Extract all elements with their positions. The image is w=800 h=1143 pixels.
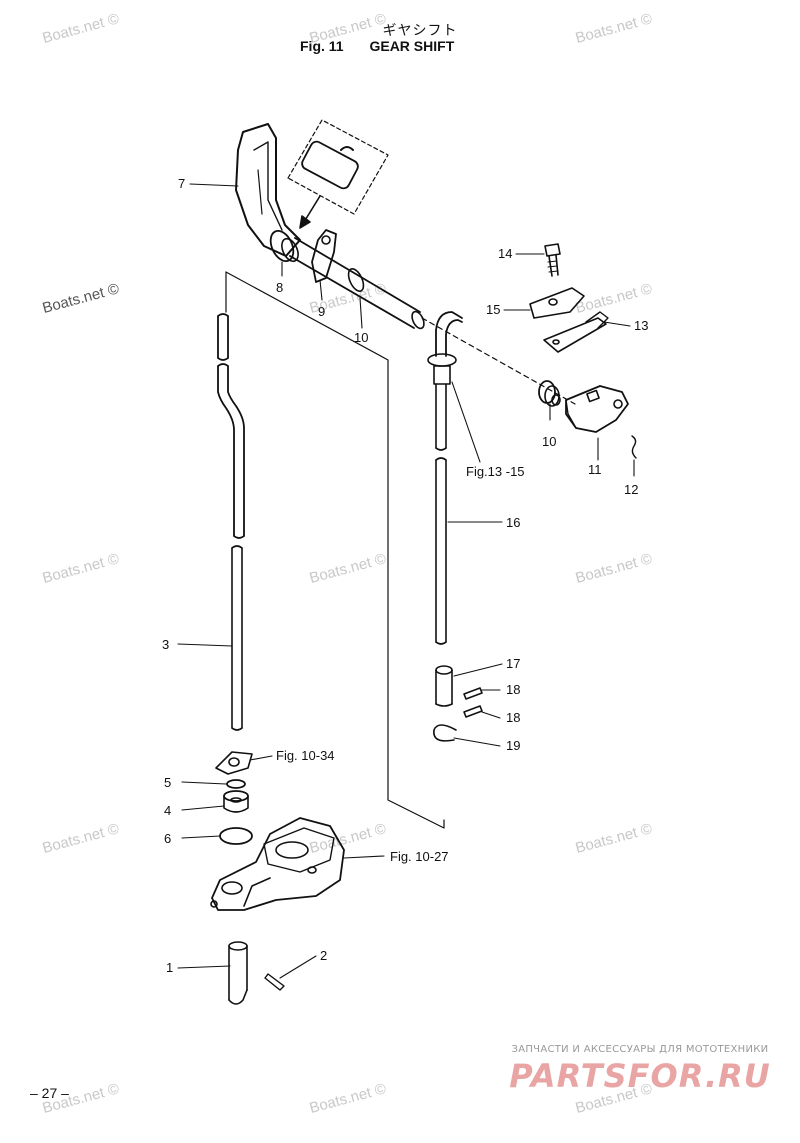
part-11-shift-cam — [565, 385, 629, 433]
callout-15: 15 — [486, 302, 500, 317]
callout-10-lower: 10 — [542, 434, 556, 449]
assembly-line — [225, 271, 445, 829]
callout-4: 4 — [164, 803, 171, 818]
title-japanese: ギヤシフト — [382, 23, 458, 39]
callout-3: 3 — [162, 637, 169, 652]
callout-9: 9 — [318, 304, 325, 319]
callout-2: 2 — [320, 948, 327, 963]
figure-title: Fig. 11 GEAR SHIFT — [300, 38, 454, 54]
detail-inset — [287, 119, 389, 229]
reference-fig-13-15: Fig.13 -15 — [466, 464, 525, 479]
part-2-pin — [264, 973, 285, 991]
callout-10-upper: 10 — [354, 330, 368, 345]
part-17-connector — [435, 665, 453, 707]
part-16-shift-rod — [427, 311, 463, 645]
part-1-lower-shaft — [228, 941, 248, 1005]
partsfor-banner: ЗАПЧАСТИ И АКСЕССУАРЫ ДЛЯ МОТОТЕХНИКИ PA… — [490, 1044, 790, 1095]
alignment-line — [421, 317, 576, 405]
callout-17: 17 — [506, 656, 520, 671]
part-18-pins — [463, 687, 483, 718]
callout-6: 6 — [164, 831, 171, 846]
figure-number: Fig. 11 — [300, 38, 344, 54]
page-number: – 27 – — [30, 1085, 69, 1101]
banner-logo: PARTSFOR.RU — [509, 1057, 771, 1095]
leader-lines — [177, 183, 635, 979]
callout-11: 11 — [588, 462, 602, 477]
lower-housing — [210, 817, 345, 911]
part-4-bushing — [223, 790, 249, 813]
part-7-shift-lever — [235, 123, 301, 257]
reference-fig-10-27: Fig. 10-27 — [390, 849, 449, 864]
part-6-o-ring — [219, 827, 253, 845]
part-10-bushing — [538, 380, 561, 407]
callout-8: 8 — [276, 280, 283, 295]
part-9-shift-arm — [311, 229, 337, 283]
callout-13: 13 — [634, 318, 648, 333]
reference-fig-10-34: Fig. 10-34 — [276, 748, 335, 763]
figure-caption: GEAR SHIFT — [369, 38, 455, 54]
part-10-shift-shaft — [289, 237, 425, 330]
part-5-o-ring — [226, 779, 246, 789]
gasket-plate — [215, 751, 253, 775]
callout-14: 14 — [498, 246, 512, 261]
callout-18-lower: 18 — [506, 710, 520, 725]
callout-19: 19 — [506, 738, 520, 753]
callout-16: 16 — [506, 515, 520, 530]
part-8-collar — [269, 229, 299, 263]
part-15-plate — [529, 287, 585, 319]
callout-1: 1 — [166, 960, 173, 975]
part-12-clip — [631, 435, 637, 459]
callout-7: 7 — [178, 176, 185, 191]
part-3-shift-rod — [217, 313, 245, 731]
part-19-circlip — [433, 724, 457, 742]
callout-12: 12 — [624, 482, 638, 497]
banner-tagline: ЗАПЧАСТИ И АКСЕССУАРЫ ДЛЯ МОТОТЕХНИКИ — [511, 1044, 769, 1055]
callout-5: 5 — [164, 775, 171, 790]
part-14-bolt — [544, 243, 561, 277]
callout-18-upper: 18 — [506, 682, 520, 697]
part-13-bracket — [543, 311, 609, 353]
